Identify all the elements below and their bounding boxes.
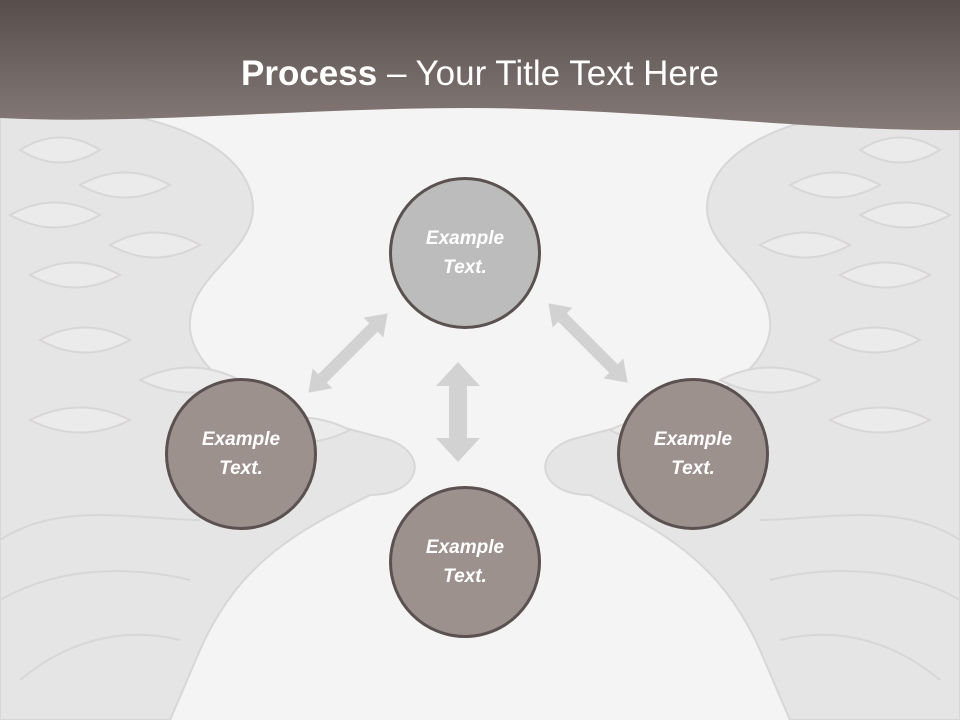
node-label: Example Text. xyxy=(653,429,733,479)
node-label: Example Text. xyxy=(425,228,505,278)
page-title: Process – Your Title Text Here xyxy=(0,52,960,96)
title-bold: Process xyxy=(241,54,378,93)
double-arrow-icon xyxy=(308,313,388,393)
process-node-left[interactable]: Example Text. xyxy=(165,378,317,530)
process-node-top[interactable]: Example Text. xyxy=(389,177,541,329)
header-band xyxy=(0,0,960,131)
double-arrow-icon xyxy=(548,303,628,383)
process-node-bottom[interactable]: Example Text. xyxy=(389,486,541,638)
process-node-right[interactable]: Example Text. xyxy=(617,378,769,530)
double-arrow-icon xyxy=(436,362,480,462)
node-label: Example Text. xyxy=(425,537,505,587)
title-rest: – Your Title Text Here xyxy=(377,54,719,93)
node-label: Example Text. xyxy=(201,429,281,479)
